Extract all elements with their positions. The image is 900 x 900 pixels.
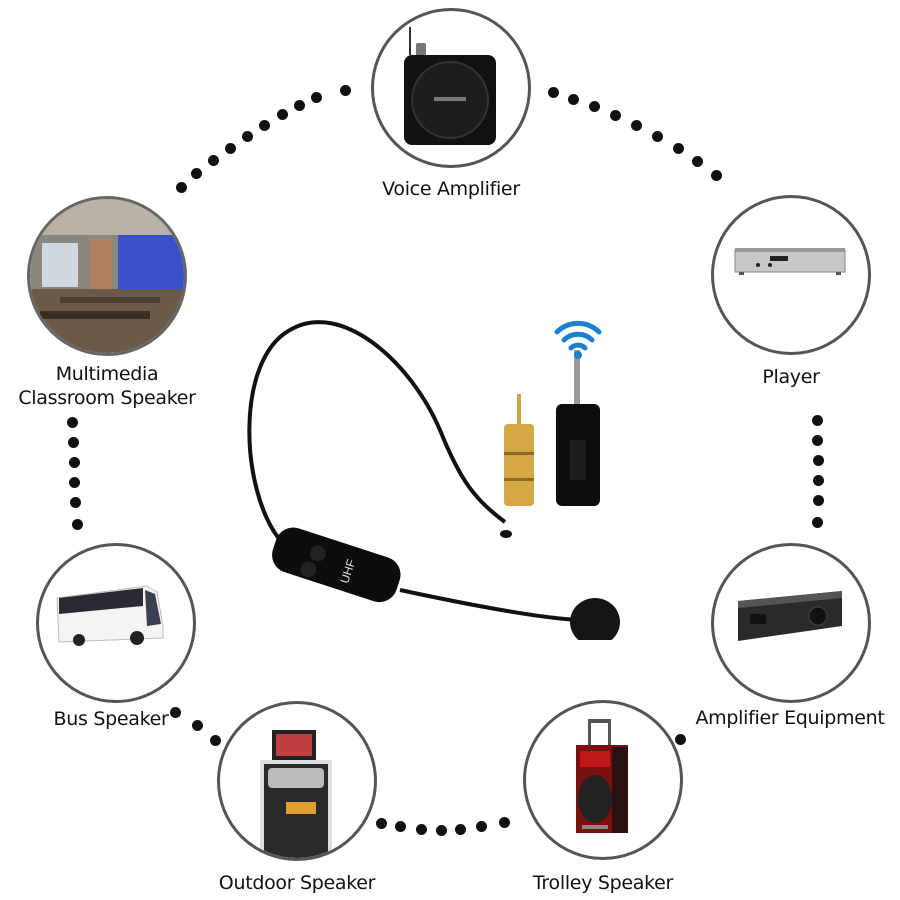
amplifier-icon [738, 591, 842, 641]
wifi-icon [554, 320, 602, 359]
trolley-speaker-circle [523, 700, 683, 860]
player-icon [734, 248, 846, 275]
voice-amplifier-circle [371, 8, 531, 168]
connector-dot [311, 92, 322, 103]
connector-dot [395, 821, 406, 832]
connector-dot [225, 143, 236, 154]
connector-dot [692, 156, 703, 167]
wireless-receiver [556, 350, 600, 506]
voice-amplifier-icon [404, 27, 496, 145]
connector-dot [376, 818, 387, 829]
connector-dot [812, 517, 823, 528]
connector-dot [69, 477, 80, 488]
headset-microphone: UHF [247, 320, 620, 640]
connector-dot [192, 720, 203, 731]
transmitter-body: UHF [272, 527, 401, 603]
outdoor-speaker-circle [217, 701, 377, 861]
connector-dot [170, 707, 181, 718]
multimedia-classroom-label-line1: Multimedia [55, 363, 159, 385]
connector-dot [176, 182, 187, 193]
connector-dot [812, 435, 823, 446]
amplifier-equipment-label: Amplifier Equipment [695, 707, 885, 729]
player-circle [711, 195, 871, 355]
connector-dot [242, 131, 253, 142]
bus-speaker-label: Bus Speaker [53, 708, 169, 730]
boom-arm [399, 588, 586, 622]
connector-dot [548, 87, 559, 98]
gold-adapter [504, 394, 534, 506]
connector-dot [72, 519, 83, 530]
connector-dot [294, 100, 305, 111]
outdoor-speaker-icon [260, 730, 332, 858]
connector-dot [813, 455, 824, 466]
connector-dot [191, 168, 202, 179]
connector-dot [259, 120, 270, 131]
bus-icon [56, 585, 164, 646]
connector-dot [499, 817, 510, 828]
mic-tip-small [500, 530, 512, 538]
connector-dot [631, 120, 642, 131]
outdoor-speaker-label: Outdoor Speaker [218, 872, 376, 894]
connector-dot [67, 417, 78, 428]
connector-dot [568, 94, 579, 105]
multimedia-classroom-circle [27, 196, 187, 356]
player-label: Player [762, 366, 820, 388]
multimedia-classroom-label-line2: Classroom Speaker [18, 387, 196, 409]
connector-dot [69, 457, 80, 468]
amplifier-equipment-circle [711, 543, 871, 703]
connector-dot [416, 824, 427, 835]
connector-dot [210, 735, 221, 746]
connector-dot [610, 110, 621, 121]
voice-amplifier-label: Voice Amplifier [382, 178, 520, 200]
connector-dot [589, 101, 600, 112]
trolley-speaker-icon [576, 719, 628, 833]
connector-dot [68, 437, 79, 448]
connector-dot [675, 734, 686, 745]
foam-windscreen [570, 598, 620, 640]
connector-dot [812, 415, 823, 426]
connector-dot [673, 143, 684, 154]
connector-dot [340, 85, 351, 96]
connector-dot [711, 170, 722, 181]
connector-dot [208, 155, 219, 166]
bus-speaker-circle [36, 543, 196, 703]
connector-dot [277, 109, 288, 120]
connector-dot [436, 825, 447, 836]
headband [247, 320, 507, 542]
trolley-speaker-label: Trolley Speaker [532, 872, 674, 894]
connector-dot [455, 824, 466, 835]
connector-dot [476, 821, 487, 832]
classroom-icon [30, 199, 184, 353]
connector-dot [813, 495, 824, 506]
connector-dot [652, 131, 663, 142]
connector-dot [70, 497, 81, 508]
connector-dot [813, 475, 824, 486]
